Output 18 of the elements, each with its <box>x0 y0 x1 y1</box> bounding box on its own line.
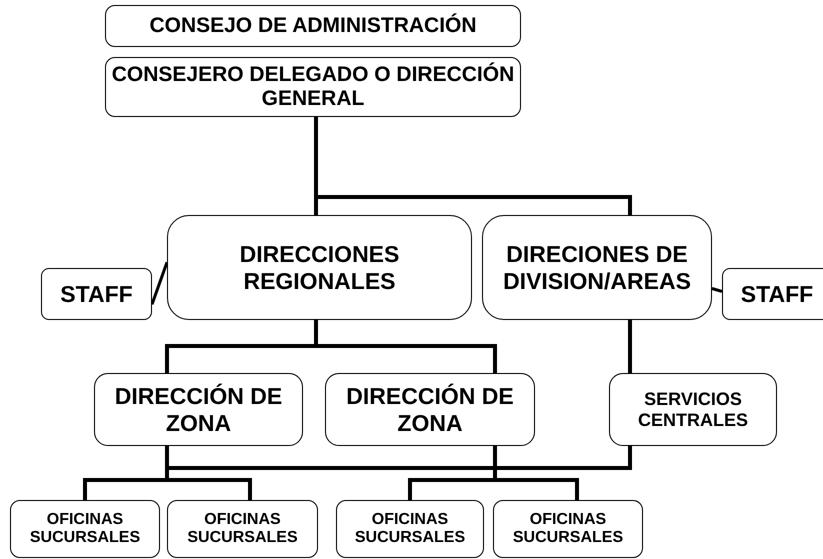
org-box: DIRECIONES DE DIVISION/AREAS <box>482 215 712 320</box>
org-box: DIRECCIÓN DE ZONA <box>325 373 535 446</box>
connector-line <box>314 117 632 215</box>
org-box: OFICINAS SUCURSALES <box>493 500 643 558</box>
org-box: OFICINAS SUCURSALES <box>10 500 160 558</box>
org-box: SERVICIOS CENTRALES <box>609 373 777 446</box>
connector-line <box>712 287 722 293</box>
org-box: DIRECCIÓN DE ZONA <box>94 373 303 446</box>
org-box: CONSEJO DE ADMINISTRACIÓN <box>105 5 521 47</box>
connector-line <box>150 262 168 305</box>
org-box: CONSEJERO DELEGADO O DIRECCIÓN GENERAL <box>105 57 521 117</box>
connector-line <box>628 320 632 373</box>
org-box: OFICINAS SUCURSALES <box>167 500 318 558</box>
org-box: STAFF <box>41 268 152 320</box>
org-box: DIRECCIONES REGIONALES <box>167 215 472 320</box>
connector-line <box>165 446 632 470</box>
org-box: STAFF <box>722 268 823 320</box>
org-box: OFICINAS SUCURSALES <box>336 500 484 558</box>
